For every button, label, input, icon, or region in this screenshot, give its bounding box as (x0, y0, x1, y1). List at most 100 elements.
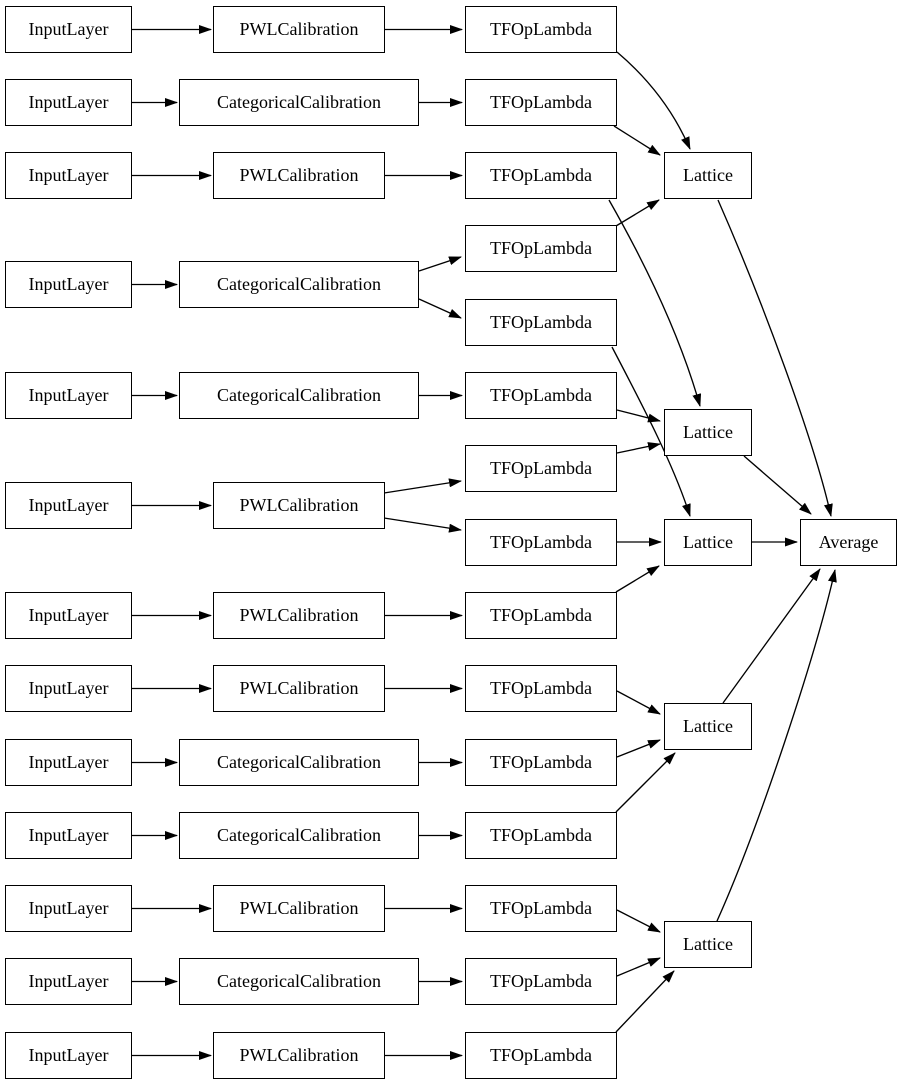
node-cal1: PWLCalibration (213, 6, 385, 53)
node-label-tf9: TFOpLambda (490, 604, 592, 625)
node-tf4: TFOpLambda (465, 225, 617, 272)
node-cal2: CategoricalCalibration (179, 79, 419, 126)
node-in11: InputLayer (5, 885, 132, 932)
node-label-in6: InputLayer (28, 494, 109, 515)
node-label-tf3: TFOpLambda (490, 164, 592, 185)
edge-tf15-lat5 (615, 970, 675, 1033)
node-label-tf15: TFOpLambda (490, 1044, 592, 1065)
node-label-in1: InputLayer (28, 18, 109, 39)
node-label-lat4: Lattice (683, 715, 733, 736)
node-label-in9: InputLayer (28, 751, 109, 772)
node-in8: InputLayer (5, 665, 132, 712)
node-cal3: PWLCalibration (213, 152, 385, 199)
node-tf3: TFOpLambda (465, 152, 617, 199)
node-label-in4: InputLayer (28, 273, 109, 294)
node-label-in7: InputLayer (28, 604, 109, 625)
node-in10: InputLayer (5, 812, 132, 859)
node-label-cal6: PWLCalibration (239, 494, 359, 515)
node-label-tf2: TFOpLambda (490, 91, 592, 112)
node-tf5: TFOpLambda (465, 299, 617, 346)
edge-tf14-lat5 (616, 957, 661, 977)
edge-tf7-lat2 (616, 442, 661, 454)
node-tf1: TFOpLambda (465, 6, 617, 53)
node-label-tf1: TFOpLambda (490, 18, 592, 39)
node-label-cal13: PWLCalibration (239, 1044, 359, 1065)
node-tf2: TFOpLambda (465, 79, 617, 126)
node-label-tf8: TFOpLambda (490, 531, 592, 552)
edge-lat1-avg (717, 199, 833, 517)
node-tf11: TFOpLambda (465, 739, 617, 786)
edge-tf3-lat2 (608, 199, 702, 407)
edge-cal4-tf4 (418, 256, 462, 272)
node-cal11: PWLCalibration (213, 885, 385, 932)
node-label-lat2: Lattice (683, 421, 733, 442)
edge-tf12-lat4 (615, 752, 676, 813)
node-cal12: CategoricalCalibration (179, 958, 419, 1005)
edge-tf13-lat5 (616, 909, 661, 933)
node-tf8: TFOpLambda (465, 519, 617, 566)
node-label-tf11: TFOpLambda (490, 751, 592, 772)
node-cal13: PWLCalibration (213, 1032, 385, 1079)
node-label-tf4: TFOpLambda (490, 237, 592, 258)
node-in3: InputLayer (5, 152, 132, 199)
node-label-cal10: CategoricalCalibration (217, 824, 381, 845)
node-tf13: TFOpLambda (465, 885, 617, 932)
node-label-cal5: CategoricalCalibration (217, 384, 381, 405)
node-label-tf6: TFOpLambda (490, 384, 592, 405)
node-avg: Average (800, 519, 897, 566)
node-label-tf5: TFOpLambda (490, 311, 592, 332)
node-tf15: TFOpLambda (465, 1032, 617, 1079)
node-cal10: CategoricalCalibration (179, 812, 419, 859)
node-in9: InputLayer (5, 739, 132, 786)
edge-tf1-lat1 (616, 51, 691, 150)
edge-tf10-lat4 (616, 690, 661, 715)
node-tf14: TFOpLambda (465, 958, 617, 1005)
node-label-cal3: PWLCalibration (239, 164, 359, 185)
node-in5: InputLayer (5, 372, 132, 419)
edge-tf9-lat3 (615, 565, 660, 593)
node-label-tf7: TFOpLambda (490, 457, 592, 478)
node-label-in11: InputLayer (28, 897, 109, 918)
node-in7: InputLayer (5, 592, 132, 639)
node-in6: InputLayer (5, 482, 132, 529)
edge-tf4-lat1 (615, 199, 660, 227)
node-cal6: PWLCalibration (213, 482, 385, 529)
edge-lat4-avg (722, 568, 821, 704)
node-label-cal4: CategoricalCalibration (217, 273, 381, 294)
node-label-in13: InputLayer (28, 1044, 109, 1065)
node-label-tf12: TFOpLambda (490, 824, 592, 845)
node-label-in5: InputLayer (28, 384, 109, 405)
node-cal7: PWLCalibration (213, 592, 385, 639)
node-label-in3: InputLayer (28, 164, 109, 185)
edge-cal4-tf5 (418, 298, 462, 319)
node-in13: InputLayer (5, 1032, 132, 1079)
node-lat5: Lattice (664, 921, 752, 968)
node-lat3: Lattice (664, 519, 752, 566)
edge-cal6-tf8 (383, 517, 462, 533)
node-label-cal8: PWLCalibration (239, 677, 359, 698)
node-label-lat3: Lattice (683, 531, 733, 552)
node-cal8: PWLCalibration (213, 665, 385, 712)
node-label-tf14: TFOpLambda (490, 970, 592, 991)
node-tf12: TFOpLambda (465, 812, 617, 859)
edge-cal6-tf7 (383, 478, 462, 494)
node-in4: InputLayer (5, 261, 132, 308)
node-tf10: TFOpLambda (465, 665, 617, 712)
node-label-avg: Average (818, 531, 879, 552)
node-label-in12: InputLayer (28, 970, 109, 991)
node-lat1: Lattice (664, 152, 752, 199)
node-tf6: TFOpLambda (465, 372, 617, 419)
node-label-cal2: CategoricalCalibration (217, 91, 381, 112)
node-cal5: CategoricalCalibration (179, 372, 419, 419)
node-in12: InputLayer (5, 958, 132, 1005)
node-label-lat1: Lattice (683, 164, 733, 185)
node-label-cal9: CategoricalCalibration (217, 751, 381, 772)
node-in1: InputLayer (5, 6, 132, 53)
node-cal4: CategoricalCalibration (179, 261, 419, 308)
node-label-tf13: TFOpLambda (490, 897, 592, 918)
node-in2: InputLayer (5, 79, 132, 126)
node-tf7: TFOpLambda (465, 445, 617, 492)
node-label-cal7: PWLCalibration (239, 604, 359, 625)
